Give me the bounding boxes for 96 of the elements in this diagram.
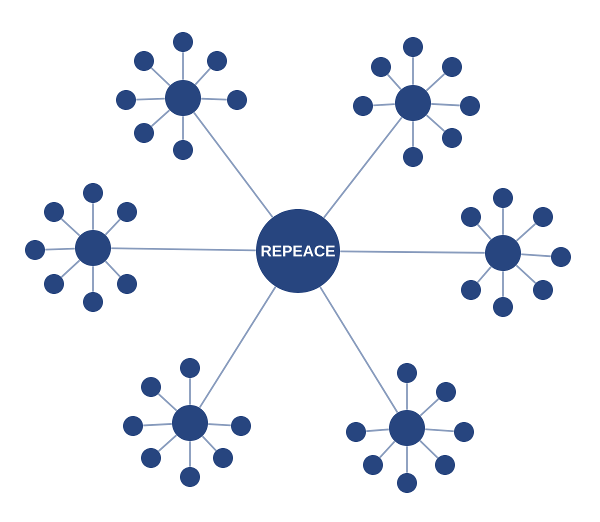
connector-line	[426, 73, 446, 92]
connector-line	[111, 247, 256, 252]
connector-line	[319, 286, 398, 413]
small-circle	[551, 247, 571, 267]
connector-line	[426, 114, 446, 132]
small-circle	[363, 455, 383, 475]
connector-line	[136, 98, 165, 101]
connector-line	[502, 271, 504, 297]
connector-line	[406, 383, 408, 410]
connector-line	[420, 398, 440, 416]
small-circle	[436, 382, 456, 402]
small-circle	[116, 90, 136, 110]
connector-line	[412, 121, 414, 147]
connector-line	[143, 423, 172, 426]
small-circle	[117, 202, 137, 222]
small-circle	[442, 57, 462, 77]
hub-circle	[485, 235, 521, 271]
connector-line	[412, 57, 414, 85]
connector-line	[379, 440, 396, 458]
small-circle	[227, 90, 247, 110]
connector-line	[202, 436, 217, 452]
small-circle	[231, 416, 251, 436]
hub-circle	[172, 405, 208, 441]
connector-line	[323, 116, 403, 218]
connector-line	[366, 428, 389, 432]
connector-line	[104, 260, 121, 278]
connector-line	[158, 393, 178, 412]
connector-line	[60, 260, 80, 278]
connector-line	[425, 428, 454, 432]
small-circle	[83, 183, 103, 203]
connector-line	[60, 218, 80, 236]
connector-line	[151, 109, 170, 127]
connector-line	[431, 103, 460, 106]
small-circle	[461, 280, 481, 300]
small-circle	[442, 128, 462, 148]
connector-line	[516, 223, 536, 242]
connector-line	[477, 224, 492, 240]
connector-line	[189, 378, 191, 405]
hub-circle	[75, 230, 111, 266]
small-circle	[493, 188, 513, 208]
small-circle	[207, 51, 227, 71]
small-circle	[403, 37, 423, 57]
small-circle	[533, 280, 553, 300]
small-circle	[435, 455, 455, 475]
connector-line	[208, 423, 231, 426]
hub-circle	[389, 410, 425, 446]
small-circle	[346, 422, 366, 442]
small-circle	[180, 467, 200, 487]
connector-line	[373, 103, 395, 106]
small-circle	[173, 140, 193, 160]
small-circle	[353, 96, 373, 116]
connector-line	[92, 203, 94, 230]
small-circle	[403, 147, 423, 167]
small-circle	[141, 448, 161, 468]
small-circle	[117, 274, 137, 294]
small-circle	[213, 448, 233, 468]
hub-circle	[165, 80, 201, 116]
small-circle	[173, 32, 193, 52]
small-circle	[25, 240, 45, 260]
connector-line	[516, 264, 536, 284]
small-circle	[123, 416, 143, 436]
connector-line	[194, 68, 211, 86]
hub-circle	[395, 85, 431, 121]
connector-line	[104, 218, 121, 236]
small-circle	[44, 274, 64, 294]
small-circle	[397, 473, 417, 493]
connector-line	[477, 266, 492, 283]
connector-line	[193, 112, 274, 218]
small-circle	[44, 202, 64, 222]
connector-line	[150, 67, 170, 86]
connector-line	[406, 446, 408, 473]
connector-line	[92, 266, 94, 292]
small-circle	[371, 57, 391, 77]
connector-line	[189, 441, 191, 467]
small-circle	[397, 363, 417, 383]
connector-line	[340, 250, 485, 254]
small-circle	[461, 207, 481, 227]
connector-line	[158, 434, 178, 452]
small-circle	[460, 96, 480, 116]
connector-line	[182, 116, 184, 140]
connector-line	[521, 253, 551, 258]
small-circle	[134, 51, 154, 71]
connector-line	[387, 74, 402, 90]
connector-line	[201, 98, 227, 101]
small-circle	[180, 358, 200, 378]
connector-line	[182, 52, 184, 80]
connector-line	[198, 286, 276, 408]
small-circle	[533, 207, 553, 227]
small-circle	[493, 297, 513, 317]
small-circle	[454, 422, 474, 442]
connector-line	[502, 208, 504, 235]
small-circle	[141, 377, 161, 397]
small-circle	[134, 123, 154, 143]
connector-line	[45, 248, 75, 251]
connector-line	[419, 440, 438, 459]
small-circle	[83, 292, 103, 312]
